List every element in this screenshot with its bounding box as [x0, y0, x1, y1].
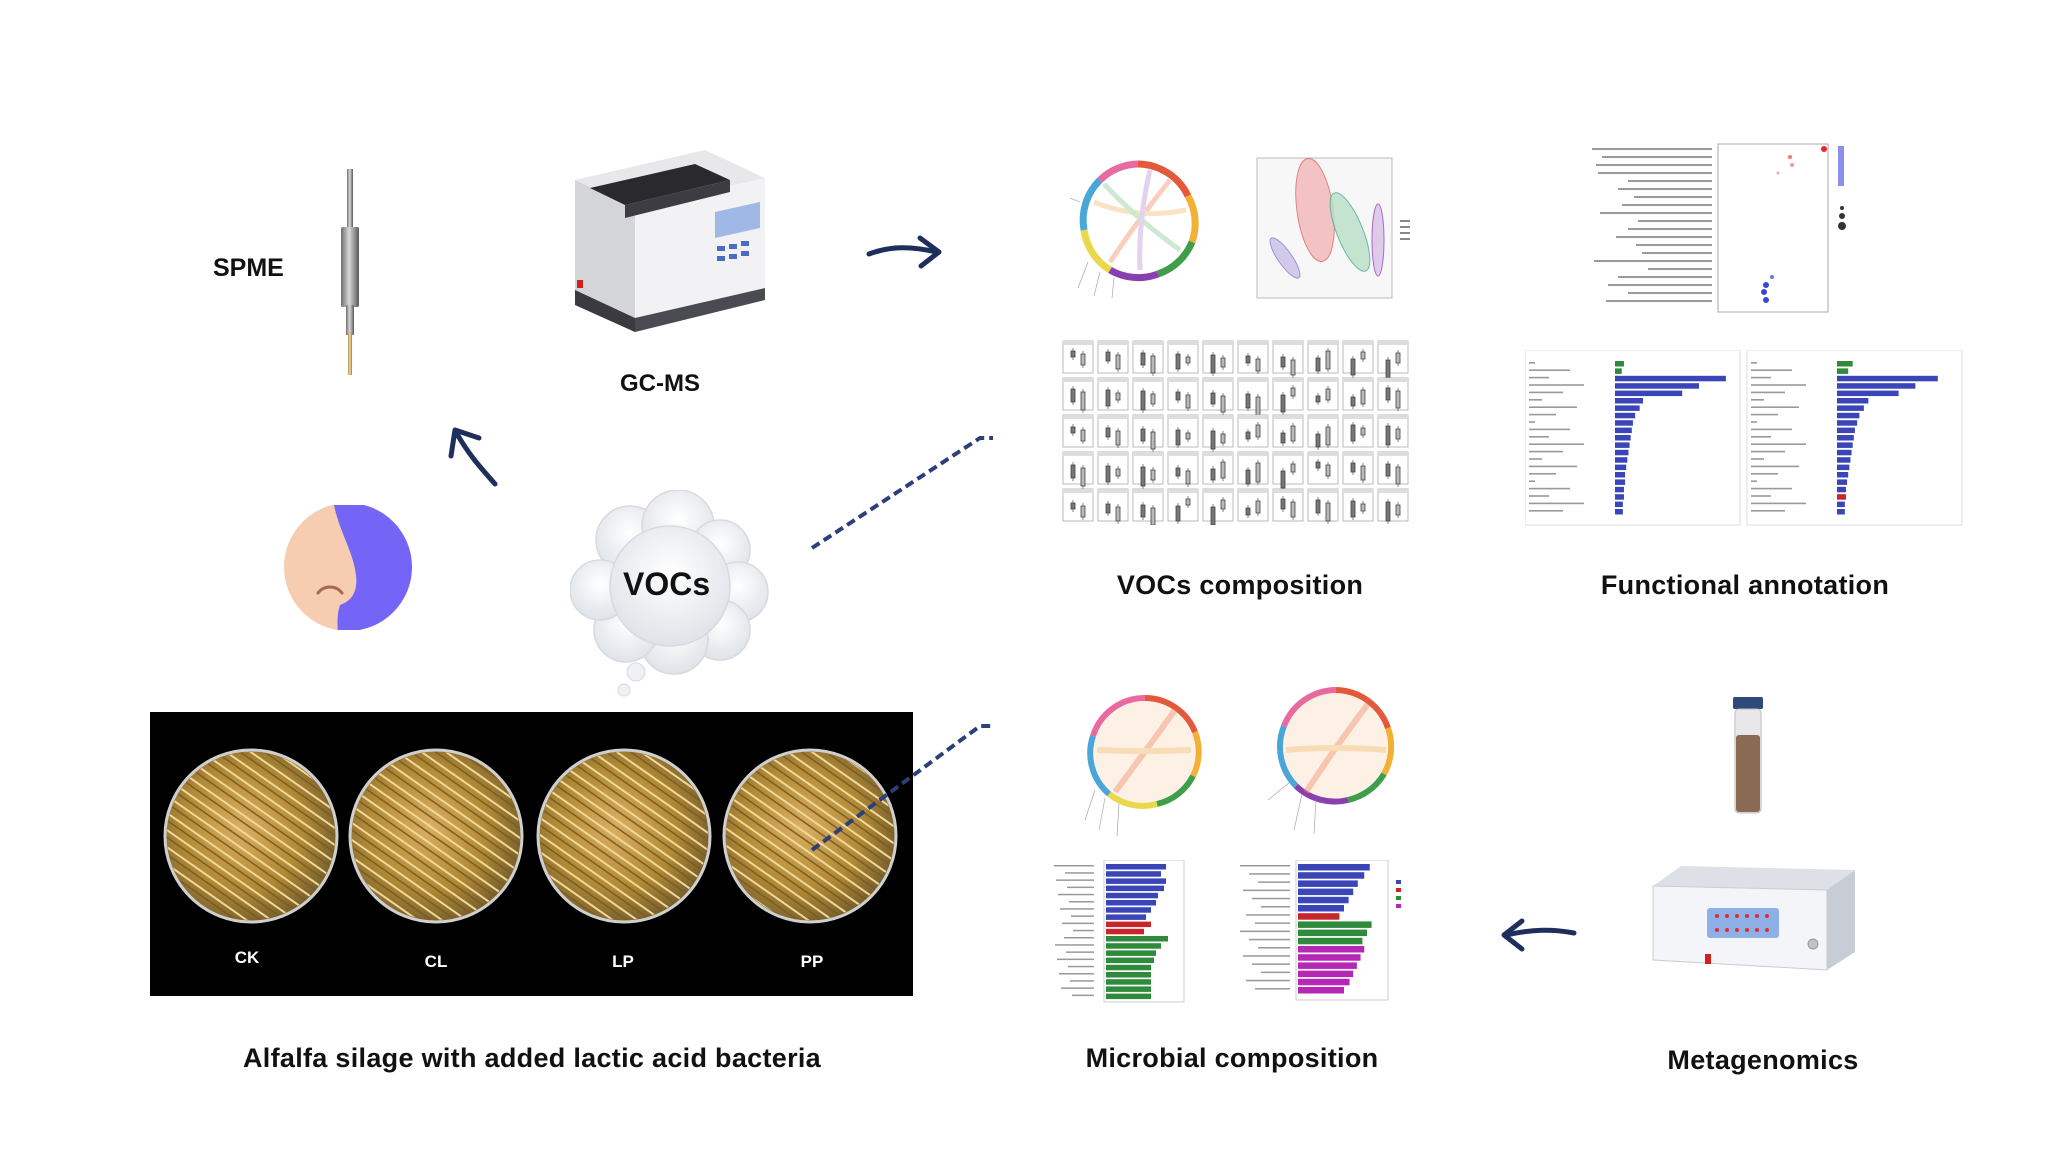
microbial-chord-diagram-right	[1267, 687, 1395, 835]
arrow-up-icon	[448, 427, 498, 487]
sample-tube-icon	[1733, 697, 1763, 814]
functional-bar-charts	[1525, 350, 1963, 526]
arrow-left-icon	[1501, 918, 1577, 952]
functional-annotation-caption: Functional annotation	[1600, 570, 1890, 600]
microbial-chord-diagram-left	[1084, 694, 1202, 837]
sample-label-pp: PP	[800, 952, 824, 971]
metagenomics-caption: Metagenomics	[1667, 1045, 1859, 1075]
arrow-right-icon	[866, 235, 942, 269]
sample-label-lp: LP	[612, 952, 634, 971]
sample-label-cl: CL	[424, 952, 448, 971]
dish-pp	[722, 748, 898, 924]
vocs-cloud-icon	[570, 490, 769, 697]
vocs-label: VOCs	[623, 566, 711, 602]
gcms-machine-icon	[575, 150, 765, 332]
kegg-dot-plot	[1592, 143, 1846, 313]
microbial-composition-caption: Microbial composition	[1085, 1043, 1379, 1073]
vocs-chord-diagram	[1070, 160, 1199, 299]
vocs-pca-plot	[1256, 157, 1410, 299]
microbial-bar-charts	[1054, 860, 1401, 1003]
spme-fiber-icon	[341, 169, 359, 375]
gcms-label: GC-MS	[620, 370, 700, 397]
dish-ck	[163, 748, 339, 924]
alfalfa-caption: Alfalfa silage with added lactic acid ba…	[243, 1043, 821, 1073]
vocs-boxplot-grid	[1062, 340, 1409, 525]
sequencer-icon	[1652, 866, 1855, 971]
silage-photo	[150, 712, 913, 996]
spme-label: SPME	[213, 254, 284, 282]
dashed-connector-microbial	[810, 724, 993, 852]
dashed-connector-vocs	[810, 436, 993, 550]
dish-lp	[536, 748, 712, 924]
sample-label-ck: CK	[234, 948, 260, 967]
dish-cl	[348, 748, 524, 924]
vocs-composition-caption: VOCs composition	[1116, 570, 1364, 600]
nose-icon	[284, 505, 412, 630]
